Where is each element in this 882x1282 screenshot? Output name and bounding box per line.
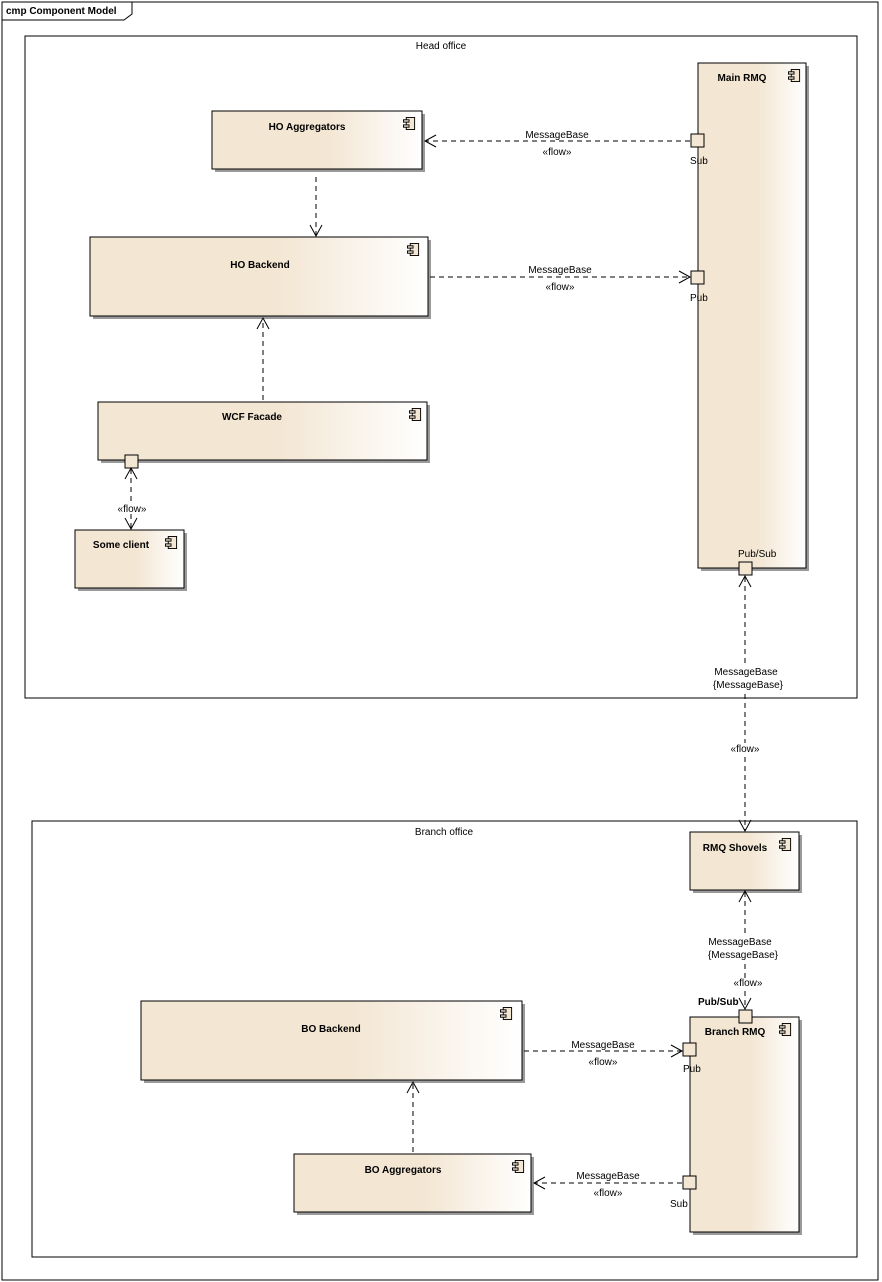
component-rmq-shovels-label: RMQ Shovels bbox=[703, 843, 768, 854]
component-bo-backend-label: BO Backend bbox=[301, 1024, 360, 1035]
port-branch-pubsub[interactable]: Pub/Sub bbox=[698, 997, 753, 1024]
port-branch-sub[interactable]: Sub bbox=[670, 1175, 697, 1210]
dependency-hoaggregators-to-hobackend[interactable] bbox=[309, 177, 323, 238]
flow-branchrmq-to-boaggregators-stereotype: «flow» bbox=[594, 1188, 623, 1199]
package-branch-office-label: Branch office bbox=[415, 827, 474, 838]
port-main-pub-label: Pub bbox=[690, 293, 708, 304]
component-some-client[interactable]: Some client bbox=[74, 529, 187, 591]
flow-rmqshovels-to-branchrmq[interactable]: MessageBase {MessageBase} «flow» bbox=[705, 889, 781, 1011]
port-branch-pub-label: Pub bbox=[683, 1064, 701, 1075]
flow-wcf-to-someclient-stereotype: «flow» bbox=[118, 504, 147, 515]
component-main-rmq[interactable]: Main RMQ bbox=[697, 62, 809, 571]
flow-hobackend-to-mainrmq[interactable]: MessageBase «flow» bbox=[430, 265, 692, 293]
component-ho-backend-label: HO Backend bbox=[230, 260, 289, 271]
component-branch-rmq[interactable]: Branch RMQ bbox=[689, 1016, 802, 1235]
port-branch-sub-label: Sub bbox=[670, 1199, 688, 1210]
component-bo-backend[interactable]: BO Backend bbox=[140, 1000, 525, 1083]
flow-wcf-to-someclient[interactable]: «flow» bbox=[114, 466, 150, 531]
flow-mainrmq-to-rmqshovels-stereotype: «flow» bbox=[731, 744, 760, 755]
component-some-client-label: Some client bbox=[93, 540, 150, 551]
flow-mainrmq-to-rmqshovels-constraint: {MessageBase} bbox=[713, 680, 784, 691]
flow-bobackend-to-branchrmq-stereotype: «flow» bbox=[589, 1057, 618, 1068]
port-main-sub[interactable]: Sub bbox=[690, 133, 708, 167]
flow-mainrmq-to-rmqshovels-name: MessageBase bbox=[714, 667, 778, 678]
component-wcf-facade-label: WCF Facade bbox=[222, 412, 282, 423]
flow-rmqshovels-to-branchrmq-name: MessageBase bbox=[708, 937, 772, 948]
component-rmq-shovels[interactable]: RMQ Shovels bbox=[689, 831, 802, 893]
port-main-pub[interactable]: Pub bbox=[690, 270, 708, 304]
flow-bobackend-to-branchrmq-name: MessageBase bbox=[571, 1040, 635, 1051]
port-wcf-facade[interactable] bbox=[124, 454, 139, 469]
flow-rmqshovels-to-branchrmq-constraint: {MessageBase} bbox=[708, 950, 779, 961]
port-main-sub-label: Sub bbox=[690, 156, 708, 167]
flow-hobackend-to-mainrmq-name: MessageBase bbox=[528, 265, 592, 276]
component-branch-rmq-label: Branch RMQ bbox=[705, 1027, 766, 1038]
component-main-rmq-label: Main RMQ bbox=[718, 73, 767, 84]
component-ho-backend[interactable]: HO Backend bbox=[89, 236, 431, 319]
component-bo-aggregators-label: BO Aggregators bbox=[365, 1165, 442, 1176]
flow-mainrmq-to-hoaggregators-name: MessageBase bbox=[525, 130, 589, 141]
component-ho-aggregators-label: HO Aggregators bbox=[269, 122, 346, 133]
flow-mainrmq-to-hoaggregators-stereotype: «flow» bbox=[543, 147, 572, 158]
frame-title: cmp Component Model bbox=[6, 6, 117, 17]
dependency-boaggregators-to-bobackend[interactable] bbox=[406, 1080, 420, 1152]
flow-hobackend-to-mainrmq-stereotype: «flow» bbox=[546, 282, 575, 293]
component-bo-aggregators[interactable]: BO Aggregators bbox=[293, 1153, 534, 1215]
component-ho-aggregators[interactable]: HO Aggregators bbox=[211, 110, 425, 172]
flow-branchrmq-to-boaggregators-name: MessageBase bbox=[576, 1171, 640, 1182]
component-wcf-facade[interactable]: WCF Facade bbox=[97, 401, 430, 463]
flow-branchrmq-to-boaggregators[interactable]: MessageBase «flow» bbox=[532, 1171, 682, 1199]
port-branch-pubsub-label: Pub/Sub bbox=[698, 997, 739, 1008]
port-main-pubsub-label: Pub/Sub bbox=[738, 549, 777, 560]
flow-mainrmq-to-rmqshovels[interactable]: MessageBase {MessageBase} «flow» bbox=[712, 574, 786, 833]
port-branch-pub[interactable]: Pub bbox=[682, 1042, 701, 1075]
flow-rmqshovels-to-branchrmq-stereotype: «flow» bbox=[734, 978, 763, 989]
package-head-office-label: Head office bbox=[416, 41, 467, 52]
flow-bobackend-to-branchrmq[interactable]: MessageBase «flow» bbox=[524, 1040, 684, 1068]
dependency-wcffacade-to-hobackend[interactable] bbox=[256, 316, 270, 400]
flow-mainrmq-to-hoaggregators[interactable]: MessageBase «flow» bbox=[423, 130, 690, 158]
port-main-pubsub[interactable]: Pub/Sub bbox=[738, 549, 777, 576]
